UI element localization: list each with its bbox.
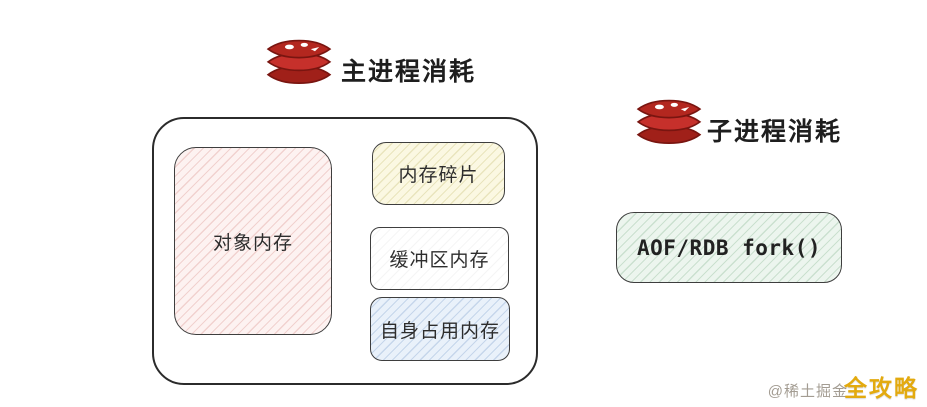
aof-rdb-fork-label: AOF/RDB fork() [636, 235, 821, 260]
object-memory-box: 对象内存 [174, 147, 332, 335]
aof-rdb-fork-box: AOF/RDB fork() [616, 212, 842, 283]
memory-fragment-box: 内存碎片 [372, 142, 505, 205]
watermark: @稀土掘金 全攻略 [768, 369, 919, 403]
redis-stack-icon-svg [266, 39, 332, 85]
self-memory-label: 自身占用内存 [379, 320, 500, 342]
watermark-highlight: 全攻略 [844, 375, 919, 401]
buffer-memory-box: 缓冲区内存 [370, 227, 509, 290]
memory-fragment-label: 内存碎片 [398, 165, 479, 186]
buffer-memory-label: 缓冲区内存 [389, 250, 490, 271]
object-memory-label: 对象内存 [212, 232, 293, 254]
main-process-title: 主进程消耗 [341, 58, 477, 86]
child-process-title: 子进程消耗 [707, 118, 843, 146]
redis-icon [266, 36, 332, 97]
redis-icon [636, 96, 702, 157]
redis-stack-icon-svg [636, 99, 702, 145]
watermark-prefix: @稀土掘金 [767, 383, 848, 400]
self-memory-box: 自身占用内存 [370, 297, 510, 361]
